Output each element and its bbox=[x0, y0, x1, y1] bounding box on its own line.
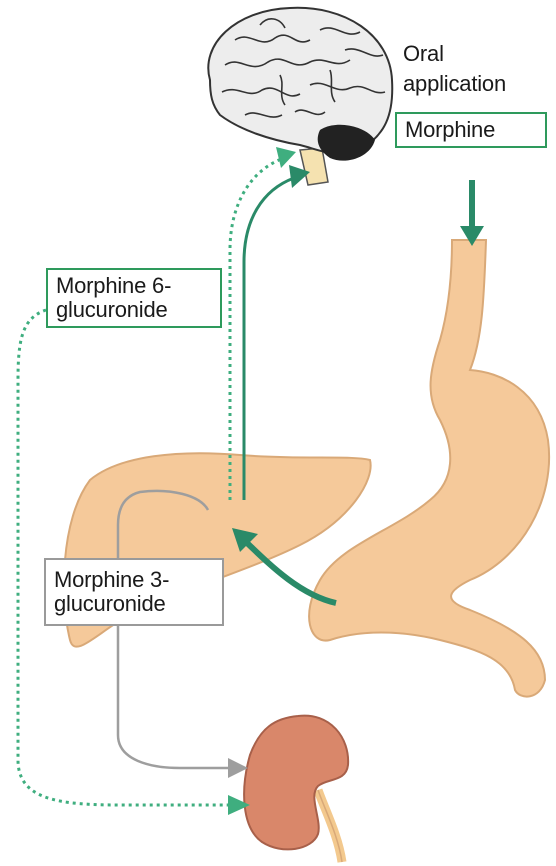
oral-intake-arrow bbox=[460, 180, 484, 246]
brain-icon bbox=[208, 8, 392, 185]
morphine-box: Morphine bbox=[395, 112, 547, 148]
m3g-label-line1: Morphine 3- bbox=[54, 568, 214, 592]
oral-label-line1: Oral bbox=[403, 42, 444, 66]
oral-label-line2: application bbox=[403, 72, 506, 96]
m6g-label-line2: glucuronide bbox=[56, 298, 212, 322]
kidney-icon bbox=[244, 716, 348, 862]
liver-to-brain-arrow bbox=[244, 165, 310, 500]
m6g-box: Morphine 6- glucuronide bbox=[46, 268, 222, 328]
m3g-box: Morphine 3- glucuronide bbox=[44, 558, 224, 626]
m6g-label-line1: Morphine 6- bbox=[56, 274, 212, 298]
m3g-label-line2: glucuronide bbox=[54, 592, 214, 616]
morphine-label: Morphine bbox=[405, 117, 495, 142]
